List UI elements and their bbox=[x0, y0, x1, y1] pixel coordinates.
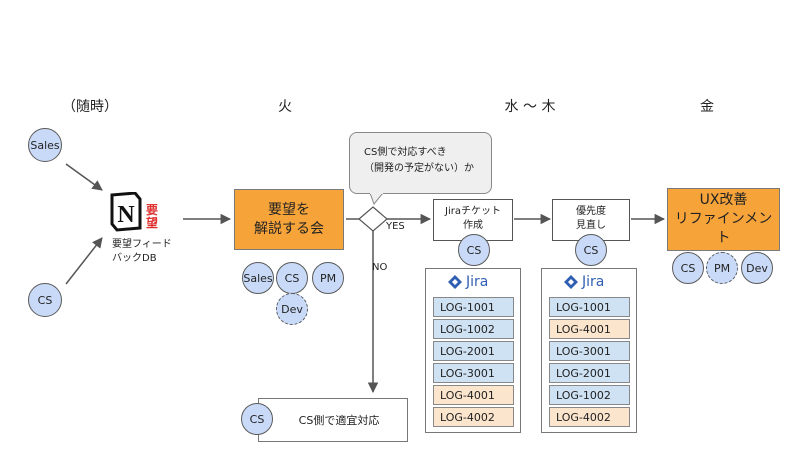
meeting-box: 要望を 解説する会 bbox=[234, 189, 344, 250]
no-label: NO bbox=[372, 262, 388, 273]
arrow-sales-to-db bbox=[65, 163, 103, 191]
participant-dev: Dev bbox=[276, 293, 308, 325]
decision-diamond bbox=[358, 206, 388, 232]
jira-ticket: LOG-3001 bbox=[549, 341, 630, 361]
jira-ticket: LOG-1001 bbox=[433, 297, 514, 317]
source-sales: Sales bbox=[28, 128, 62, 162]
notion-db-label: 要望フィード バックDB bbox=[112, 239, 172, 264]
notion-stamp: 要 bbox=[146, 202, 158, 217]
jira-ticket: LOG-2001 bbox=[549, 363, 630, 383]
jira-icon bbox=[448, 275, 462, 289]
jira-ticket: LOG-2001 bbox=[433, 341, 514, 361]
refinement-box: UX改善 リファインメント bbox=[667, 188, 780, 251]
jira-ticket: LOG-4002 bbox=[549, 407, 630, 427]
yes-label: YES bbox=[386, 221, 405, 232]
arrow-cs-to-db bbox=[65, 237, 103, 285]
decision-bubble: CS側で対応すべき （開発の予定がない）か bbox=[349, 132, 492, 194]
jira-logo: Jira bbox=[564, 274, 604, 290]
cs-action-box: CS側で適宜対応 bbox=[258, 398, 408, 442]
participant-sales: Sales bbox=[242, 262, 274, 294]
day-label-anytime: （随時） bbox=[62, 99, 118, 115]
jira-ticket: LOG-1001 bbox=[549, 297, 630, 317]
jira-ticket: LOG-1002 bbox=[433, 319, 514, 339]
jira-ticket: LOG-4002 bbox=[433, 407, 514, 427]
jira-ticket: LOG-4001 bbox=[433, 385, 514, 405]
cs-action-owner: CS bbox=[241, 403, 273, 435]
refinement-dev: Dev bbox=[741, 252, 773, 284]
jira-logo: Jira bbox=[448, 274, 488, 290]
jira-ticket: LOG-1002 bbox=[549, 385, 630, 405]
day-label-fri: 金 bbox=[700, 99, 714, 115]
svg-text:望: 望 bbox=[146, 215, 158, 230]
jira-logo-text: Jira bbox=[466, 274, 489, 290]
jira-logo-text: Jira bbox=[582, 274, 605, 290]
participant-cs: CS bbox=[276, 262, 308, 294]
jira-icon bbox=[564, 275, 578, 289]
participant-pm: PM bbox=[312, 262, 344, 294]
day-label-wed-thu: 水 〜 木 bbox=[504, 99, 556, 115]
day-label-tue: 火 bbox=[278, 99, 292, 115]
jira-step-owner: CS bbox=[458, 234, 490, 266]
priority-step-owner: CS bbox=[575, 234, 607, 266]
refinement-pm: PM bbox=[706, 252, 738, 284]
bubble-tail bbox=[370, 193, 384, 205]
jira-ticket: LOG-3001 bbox=[433, 363, 514, 383]
notion-letter: N bbox=[117, 202, 135, 228]
refinement-cs: CS bbox=[672, 252, 704, 284]
jira-ticket: LOG-4001 bbox=[549, 319, 630, 339]
source-cs: CS bbox=[28, 283, 62, 317]
notion-db-icon: N 要 望 bbox=[108, 191, 172, 232]
